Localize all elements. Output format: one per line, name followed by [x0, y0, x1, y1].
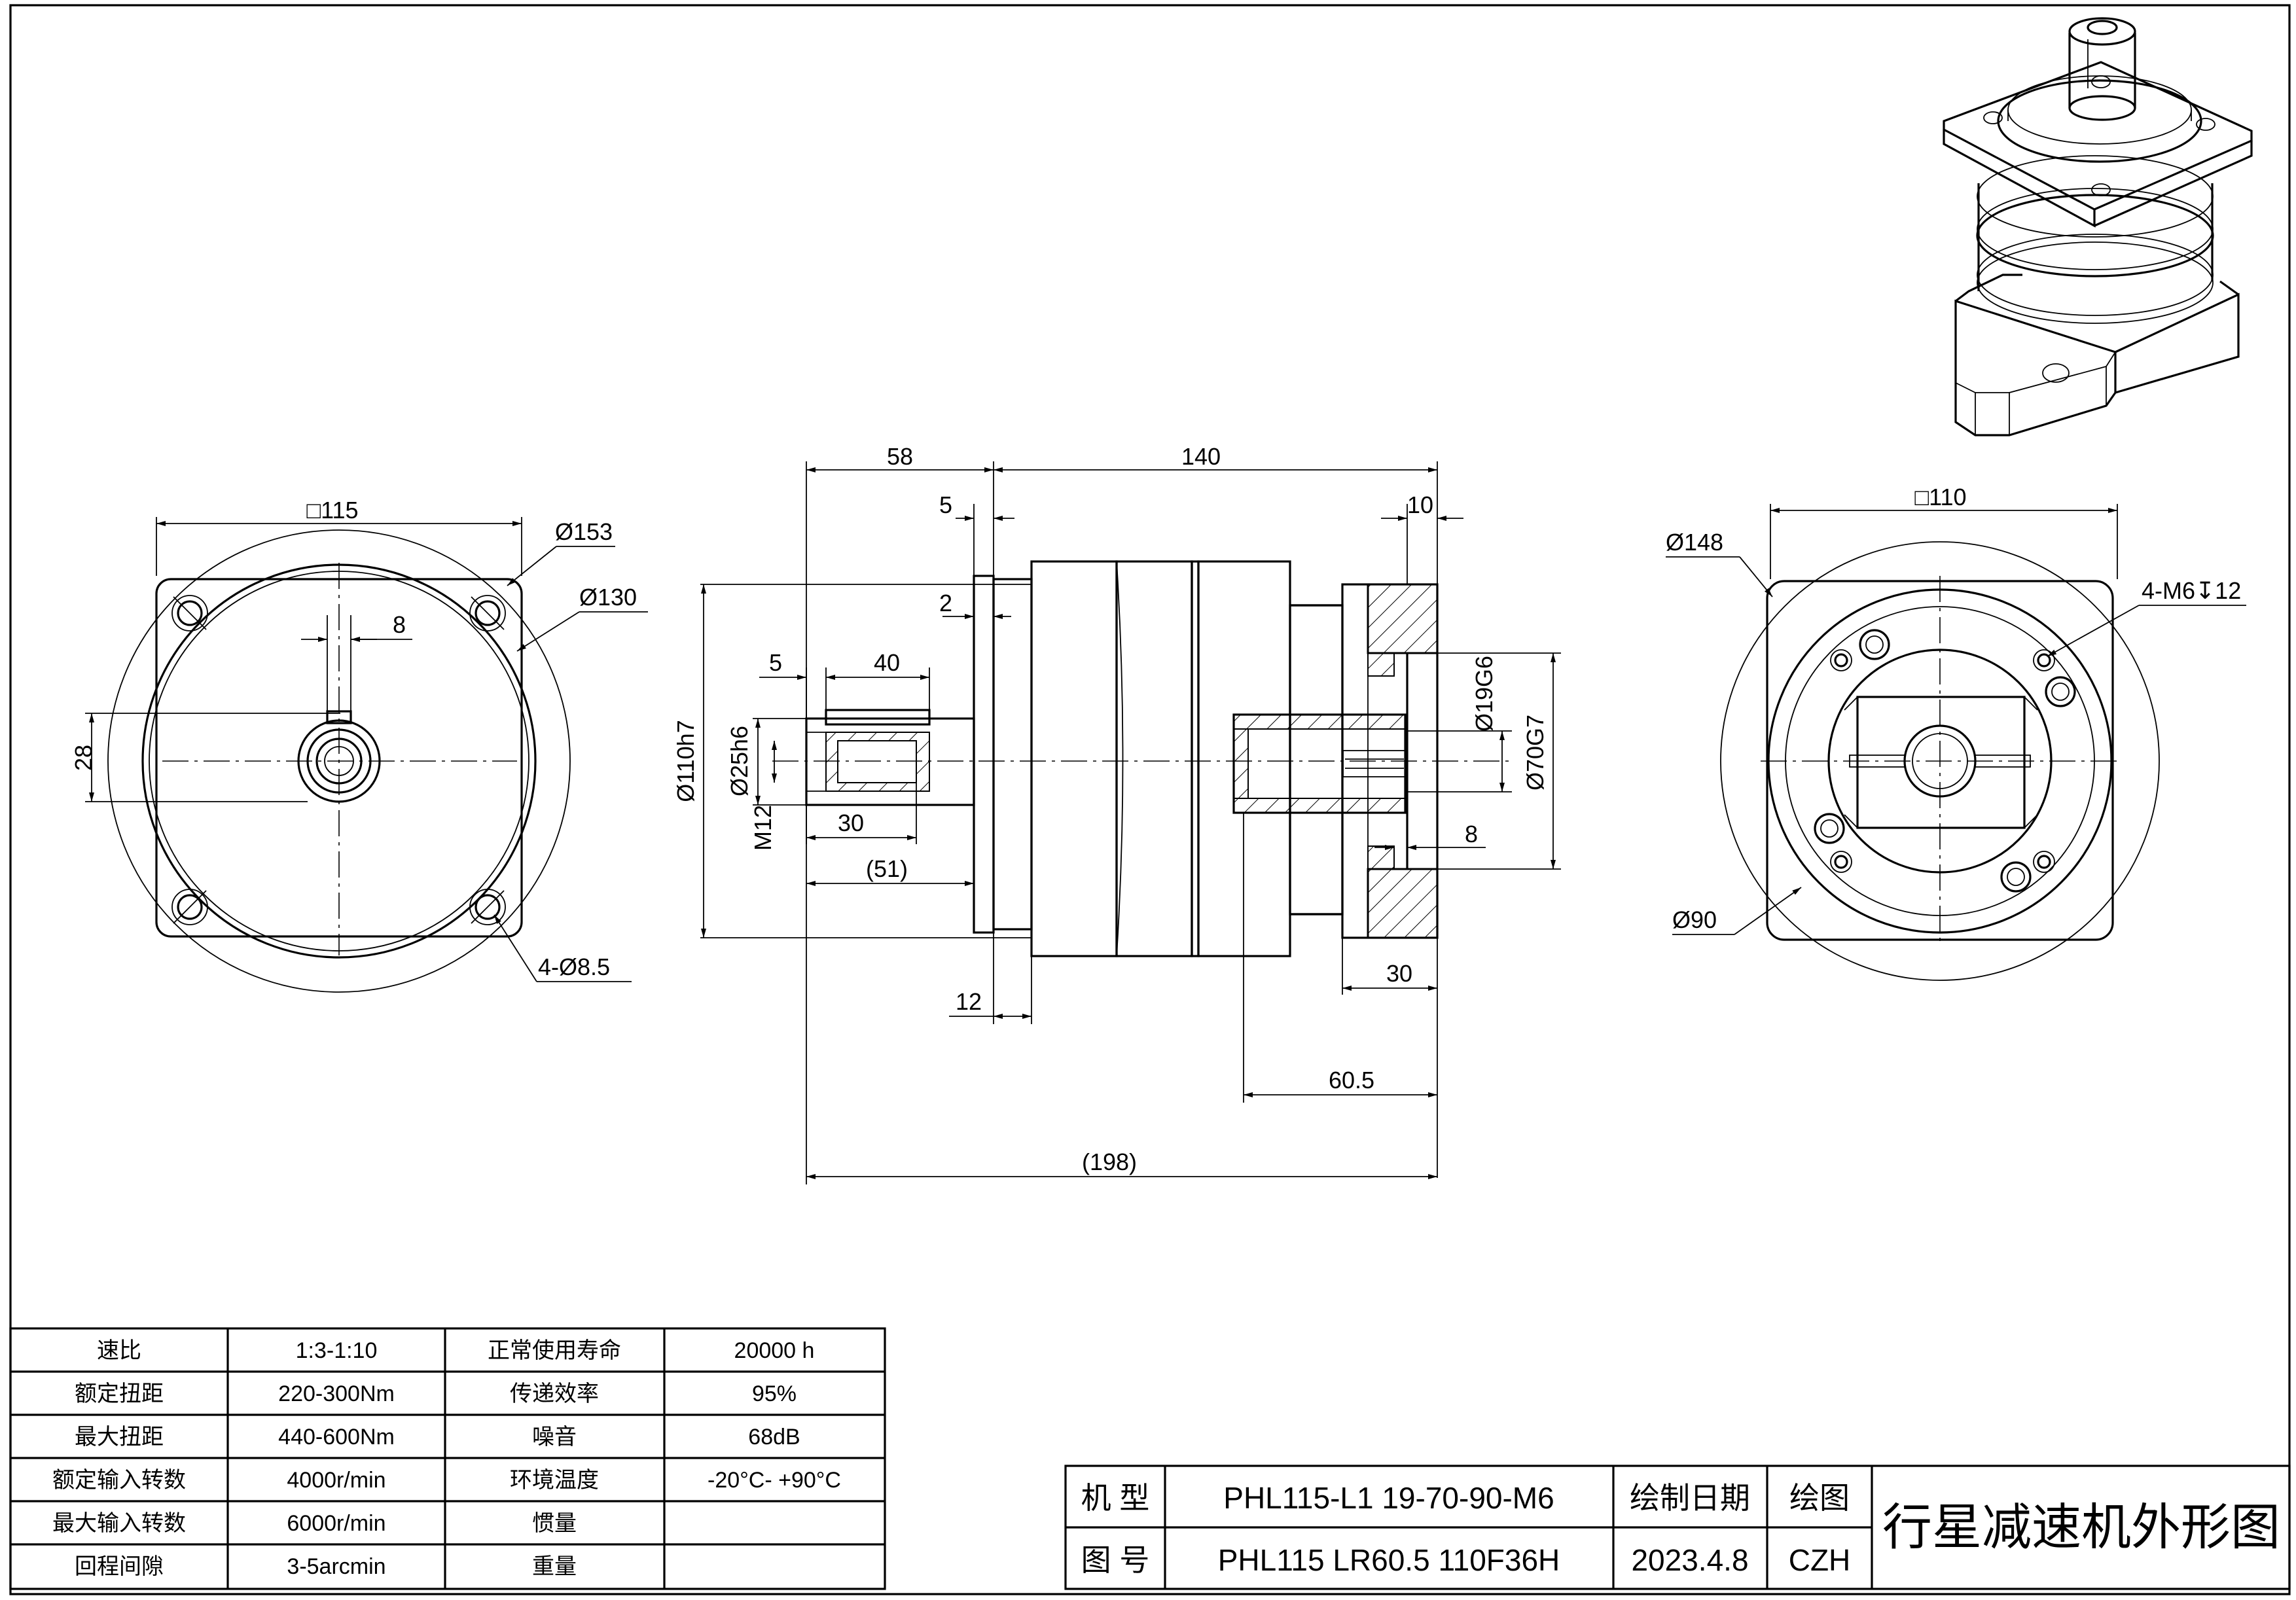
dim-back-dia-148: Ø148 [1666, 529, 1723, 556]
dim-side-m12: M12 [749, 805, 776, 851]
drawing-no-label: 图 号 [1081, 1543, 1150, 1577]
spec-label: 回程间隙 [75, 1554, 164, 1579]
dim-side-dia-70: Ø70G7 [1522, 715, 1549, 791]
title-block: 机 型 PHL115-L1 19-70-90-M6 绘制日期 绘图 图 号 PH… [1064, 1465, 2291, 1590]
dim-side-60-5: 60.5 [1329, 1067, 1374, 1093]
dim-side-5-key: 5 [769, 649, 782, 676]
dim-side-30-left: 30 [838, 809, 864, 836]
dim-back-square: □110 [1914, 484, 1966, 510]
date-value: 2023.4.8 [1631, 1543, 1748, 1577]
dim-side-8: 8 [1465, 821, 1478, 847]
front-view: □115 Ø153 Ø130 8 28 4-Ø8.5 [70, 497, 648, 993]
dim-front-square: □115 [306, 497, 358, 524]
spec-label: 速比 [97, 1338, 141, 1363]
dim-front-key-width: 8 [393, 611, 406, 638]
dim-side-40: 40 [874, 649, 900, 676]
dim-side-2: 2 [939, 590, 952, 616]
spec-table: 速比 1:3-1:10 正常使用寿命 20000 h 额定扭距 220-300N… [9, 1327, 886, 1590]
dim-side-51: (51) [866, 855, 908, 882]
drawing-border [9, 4, 2291, 1595]
back-view: □110 Ø148 4-M6↧12 Ø90 [1666, 484, 2246, 981]
spec-value: 6000r/min [287, 1511, 386, 1536]
dim-side-10: 10 [1407, 491, 1433, 518]
isometric-view [1943, 17, 2253, 436]
drafter-label: 绘图 [1789, 1481, 1850, 1515]
spec-value: 3-5arcmin [287, 1554, 386, 1579]
spec-value: 220-300Nm [278, 1381, 395, 1406]
spec-value: 440-600Nm [278, 1425, 395, 1449]
spec-label: 噪音 [532, 1425, 577, 1449]
dim-front-height-28: 28 [70, 745, 97, 771]
dim-side-dia-110: Ø110h7 [672, 720, 699, 802]
spec-label: 额定扭距 [75, 1381, 164, 1406]
spec-value: 95% [752, 1381, 797, 1406]
dim-side-12: 12 [956, 988, 982, 1015]
spec-label: 环境温度 [510, 1468, 599, 1493]
drawing-no-value: PHL115 LR60.5 110F36H [1218, 1543, 1560, 1577]
dim-side-58: 58 [887, 443, 913, 470]
side-view: 58 140 5 10 2 5 40 Ø110h7 Ø25h6 [672, 443, 1561, 1184]
spec-label: 重量 [532, 1554, 577, 1579]
date-label: 绘制日期 [1630, 1481, 1750, 1515]
dim-side-5-top: 5 [939, 491, 952, 518]
spec-label: 最大输入转数 [52, 1511, 186, 1536]
dim-side-198: (198) [1082, 1148, 1137, 1175]
spec-label: 额定输入转数 [52, 1468, 186, 1493]
spec-value: 68dB [748, 1425, 800, 1449]
model-label: 机 型 [1081, 1481, 1150, 1515]
spec-value: 1:3-1:10 [296, 1338, 378, 1363]
spec-label: 传递效率 [510, 1381, 599, 1406]
spec-value: 20000 h [734, 1338, 815, 1363]
dim-side-30-right: 30 [1386, 960, 1412, 987]
dim-back-threads: 4-M6↧12 [2142, 577, 2241, 604]
spec-label: 正常使用寿命 [488, 1338, 621, 1363]
dim-side-dia-19: Ø19G6 [1471, 656, 1498, 732]
dim-front-dia-130: Ø130 [579, 584, 637, 611]
model-value: PHL115-L1 19-70-90-M6 [1223, 1481, 1554, 1515]
drafter-value: CZH [1789, 1543, 1851, 1577]
dim-side-dia-25: Ø25h6 [726, 726, 753, 796]
dim-front-holes: 4-Ø8.5 [538, 953, 610, 980]
spec-value: 4000r/min [287, 1468, 386, 1493]
spec-label: 最大扭距 [75, 1425, 164, 1449]
drawing-title: 行星减速机外形图 [1882, 1500, 2280, 1556]
dim-side-140: 140 [1181, 443, 1221, 470]
dim-back-dia-90: Ø90 [1672, 906, 1717, 933]
dim-front-dia-153: Ø153 [555, 518, 613, 545]
spec-label: 惯量 [532, 1511, 577, 1536]
spec-value: -20°C- +90°C [708, 1468, 841, 1493]
